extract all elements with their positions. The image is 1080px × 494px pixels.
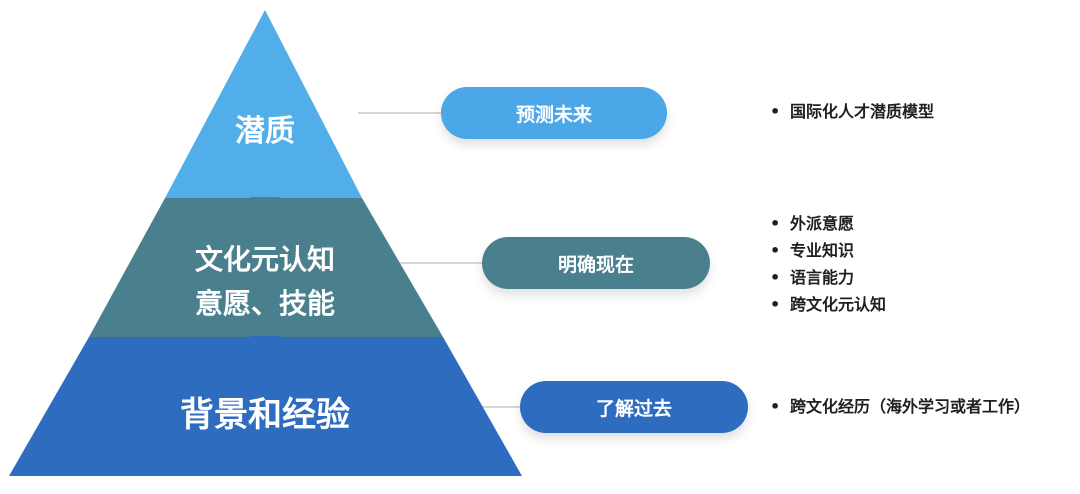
bullet-dot: •: [770, 241, 781, 260]
list-item: • 语言能力: [770, 264, 886, 291]
pyramid-label-top: 潜质: [165, 112, 365, 152]
list-item-text: 外派意愿: [790, 214, 855, 233]
bullet-dot: •: [770, 214, 781, 233]
list-item: • 跨文化经历（海外学习或者工作）: [770, 393, 1030, 420]
details-middle-list: • 外派意愿 • 专业知识 • 语言能力 • 跨文化元认知: [770, 210, 886, 318]
pill-clarify-present: 明确现在: [482, 237, 710, 289]
list-item: • 专业知识: [770, 237, 886, 264]
pyramid-label-middle-line-1: 文化元认知: [194, 243, 335, 276]
pill-predict-future-label: 预测未来: [515, 103, 592, 126]
pyramid-label-middle: 文化元认知 意愿、技能: [140, 238, 390, 326]
bullet-dot: •: [770, 397, 781, 416]
list-item: • 外派意愿: [770, 210, 886, 237]
list-item-text: 国际化人才潜质模型: [790, 102, 935, 121]
pill-clarify-present-label: 明确现在: [557, 253, 634, 276]
bullet-dot: •: [770, 268, 781, 287]
details-bottom-list: • 跨文化经历（海外学习或者工作）: [770, 393, 1030, 420]
pyramid-label-bottom: 背景和经验: [140, 392, 390, 438]
list-item-text: 跨文化元认知: [790, 295, 887, 314]
pyramid-label-middle-line-2: 意愿、技能: [194, 287, 335, 320]
pill-understand-past: 了解过去: [520, 381, 748, 433]
pyramid-label-bottom-line: 背景和经验: [180, 395, 350, 435]
list-item-text: 专业知识: [790, 241, 855, 260]
details-top-list: • 国际化人才潜质模型: [770, 98, 934, 125]
list-item: • 跨文化元认知: [770, 291, 886, 318]
notch-arrow-middle: [250, 336, 280, 351]
pyramid-layer-bottom: [9, 337, 522, 476]
list-item-text: 跨文化经历（海外学习或者工作）: [790, 397, 1031, 416]
pill-predict-future: 预测未来: [441, 87, 667, 139]
bullet-dot: •: [770, 295, 781, 314]
bullet-dot: •: [770, 102, 781, 121]
pyramid-layer-middle: [89, 198, 443, 337]
pyramid-label-top-line: 潜质: [235, 114, 295, 149]
pill-understand-past-label: 了解过去: [595, 397, 672, 420]
list-item: • 国际化人才潜质模型: [770, 98, 934, 125]
pyramid-layer-top: [165, 10, 362, 198]
notch-arrow-top: [250, 197, 280, 212]
list-item-text: 语言能力: [790, 268, 855, 287]
